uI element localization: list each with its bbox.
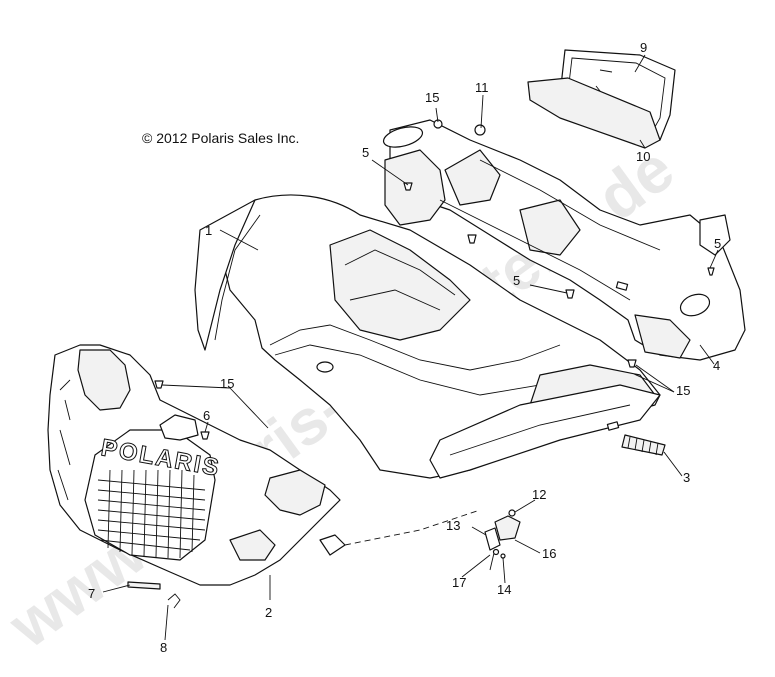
callout-2: 2	[265, 605, 272, 620]
callout-5-upper: 5	[362, 145, 369, 160]
fasteners	[127, 119, 715, 609]
latch-assembly	[484, 509, 521, 571]
callout-10: 10	[636, 149, 650, 164]
callout-8: 8	[160, 640, 167, 655]
glove-box-door	[527, 49, 676, 149]
hood-panel	[194, 194, 661, 479]
callout-17: 17	[452, 575, 466, 590]
callout-9: 9	[640, 40, 647, 55]
callout-12: 12	[532, 487, 546, 502]
copyright-text: © 2012 Polaris Sales Inc.	[142, 130, 299, 146]
callout-15-top: 15	[425, 90, 439, 105]
callout-16: 16	[542, 546, 556, 561]
callout-1: 1	[205, 223, 212, 238]
callout-15-right: 15	[676, 383, 690, 398]
callout-4: 4	[713, 358, 720, 373]
callout-5-middle: 5	[513, 273, 520, 288]
grille-mesh	[97, 469, 206, 559]
callout-3: 3	[683, 470, 690, 485]
callout-11: 11	[475, 80, 489, 95]
callout-15-left: 15	[220, 376, 234, 391]
front-fascia: POLARIS	[47, 344, 481, 586]
callout-6: 6	[203, 408, 210, 423]
callout-7: 7	[88, 586, 95, 601]
fastener-rod	[621, 434, 666, 456]
callout-13: 13	[446, 518, 460, 533]
leader-lines	[102, 54, 719, 641]
dash-panel	[382, 119, 746, 361]
callout-5-right: 5	[714, 236, 721, 251]
callout-labels: 1 2 3 4 5 5 5 6 7 8 9 10 11 12 13 14 15 …	[88, 40, 721, 655]
callout-14: 14	[497, 582, 511, 597]
